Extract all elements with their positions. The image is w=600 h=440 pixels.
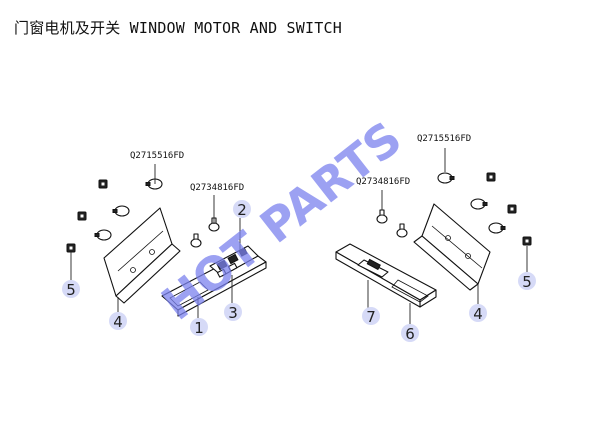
diagram-title: 门窗电机及开关 WINDOW MOTOR AND SWITCH [14, 19, 342, 37]
part-code-right-upper: Q2715516FD [417, 134, 471, 144]
svg-text:1: 1 [194, 319, 204, 337]
callout-4-left: 4 [109, 312, 127, 331]
callout-5-right: 5 [518, 272, 536, 291]
watermark: HOT PARTS [152, 111, 412, 331]
right-leaders [367, 148, 528, 324]
part-code-right-lower: Q2734816FD [356, 177, 410, 187]
left-leaders [70, 164, 241, 318]
svg-text:6: 6 [405, 325, 415, 343]
callout-6: 6 [401, 324, 419, 343]
right-bracket [413, 203, 491, 291]
callout-3: 3 [224, 303, 242, 322]
left-switch-assembly [161, 245, 267, 317]
callout-1: 1 [190, 318, 208, 337]
callout-4-right: 4 [469, 304, 487, 323]
svg-text:3: 3 [228, 304, 238, 322]
callout-2: 2 [233, 200, 251, 219]
part-code-left-upper: Q2715516FD [130, 151, 184, 161]
svg-text:5: 5 [66, 281, 76, 299]
svg-text:5: 5 [522, 273, 532, 291]
svg-text:2: 2 [237, 201, 247, 219]
right-switch-housing [335, 243, 437, 308]
callout-7: 7 [362, 307, 380, 326]
svg-text:4: 4 [473, 305, 483, 323]
part-code-left-lower: Q2734816FD [190, 183, 244, 193]
left-fasteners [66, 178, 220, 253]
svg-text:4: 4 [113, 313, 123, 331]
callout-5-left: 5 [62, 280, 80, 299]
left-bracket [103, 207, 181, 304]
right-fasteners [376, 172, 532, 246]
svg-text:7: 7 [366, 308, 376, 326]
